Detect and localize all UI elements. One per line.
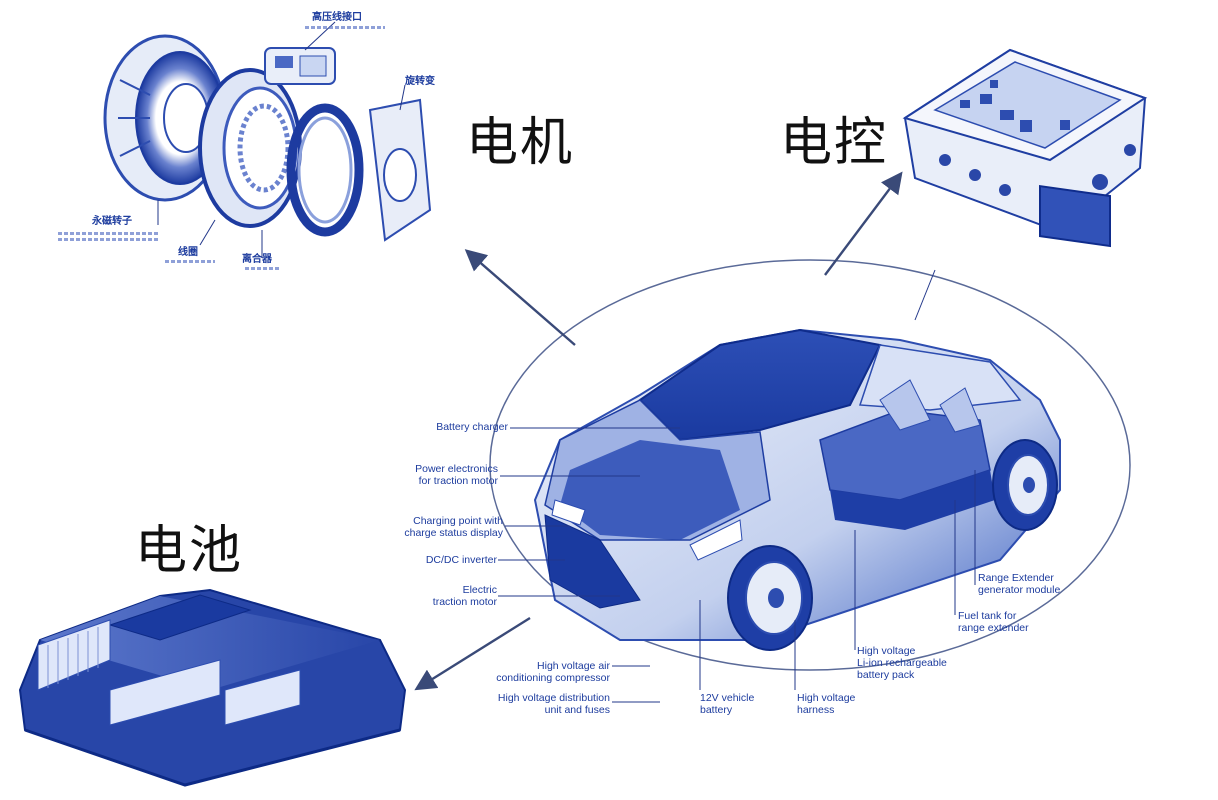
motor-part-rotor: 永磁转子: [92, 216, 132, 227]
callout-fuel-tank: Fuel tank for range extender: [958, 610, 1029, 634]
connector-arrows: [414, 171, 903, 691]
callout-dcdc: DC/DC inverter: [425, 554, 497, 566]
motor-part-clutch-subtext: [245, 267, 281, 270]
callout-hv-liion: High voltage Li-ion rechargeable battery…: [857, 645, 947, 681]
motor-part-rotor-subtext-2: [58, 238, 158, 241]
callout-hv-ac: High voltage air conditioning compressor: [496, 660, 610, 684]
callout-range-extender: Range Extender generator module: [978, 572, 1061, 596]
callout-12v-battery: 12V vehicle battery: [700, 692, 755, 716]
motor-part-stator: 线圈: [178, 247, 198, 258]
motor-part-hv-interface: 高压线接口: [312, 12, 362, 23]
motor-part-clutch: 离合器: [242, 254, 272, 265]
arrow-to-controller: [824, 171, 903, 276]
arrow-to-battery: [414, 616, 531, 691]
motor-part-resolver: 旋转变: [405, 76, 435, 87]
callout-charging-point: Charging point with charge status displa…: [404, 515, 503, 539]
motor-exploded-illustration: [103, 21, 432, 258]
motor-part-hv-interface-subtext: [305, 26, 385, 29]
controller-illustration: [902, 48, 1148, 248]
battery-pack-illustration: [18, 588, 407, 787]
callout-hv-distribution: High voltage distribution unit and fuses: [497, 692, 610, 716]
motor-part-rotor-subtext: [58, 232, 158, 235]
callout-leaders: [498, 269, 976, 703]
arrow-to-motor: [464, 249, 576, 346]
car-highlight-ellipse: [489, 259, 1131, 671]
car-cutaway-illustration: [533, 328, 1061, 651]
callout-traction-motor: Electric traction motor: [432, 584, 497, 608]
label-controller: 电控: [780, 113, 889, 173]
motor-part-stator-subtext: [165, 260, 215, 263]
label-motor: 电机: [466, 113, 575, 173]
label-battery: 电池: [135, 521, 244, 581]
callout-power-electronics: Power electronics for traction motor: [415, 463, 498, 487]
callout-battery-charger: Battery charger: [436, 421, 508, 433]
callout-hv-harness: High voltage harness: [797, 692, 856, 716]
